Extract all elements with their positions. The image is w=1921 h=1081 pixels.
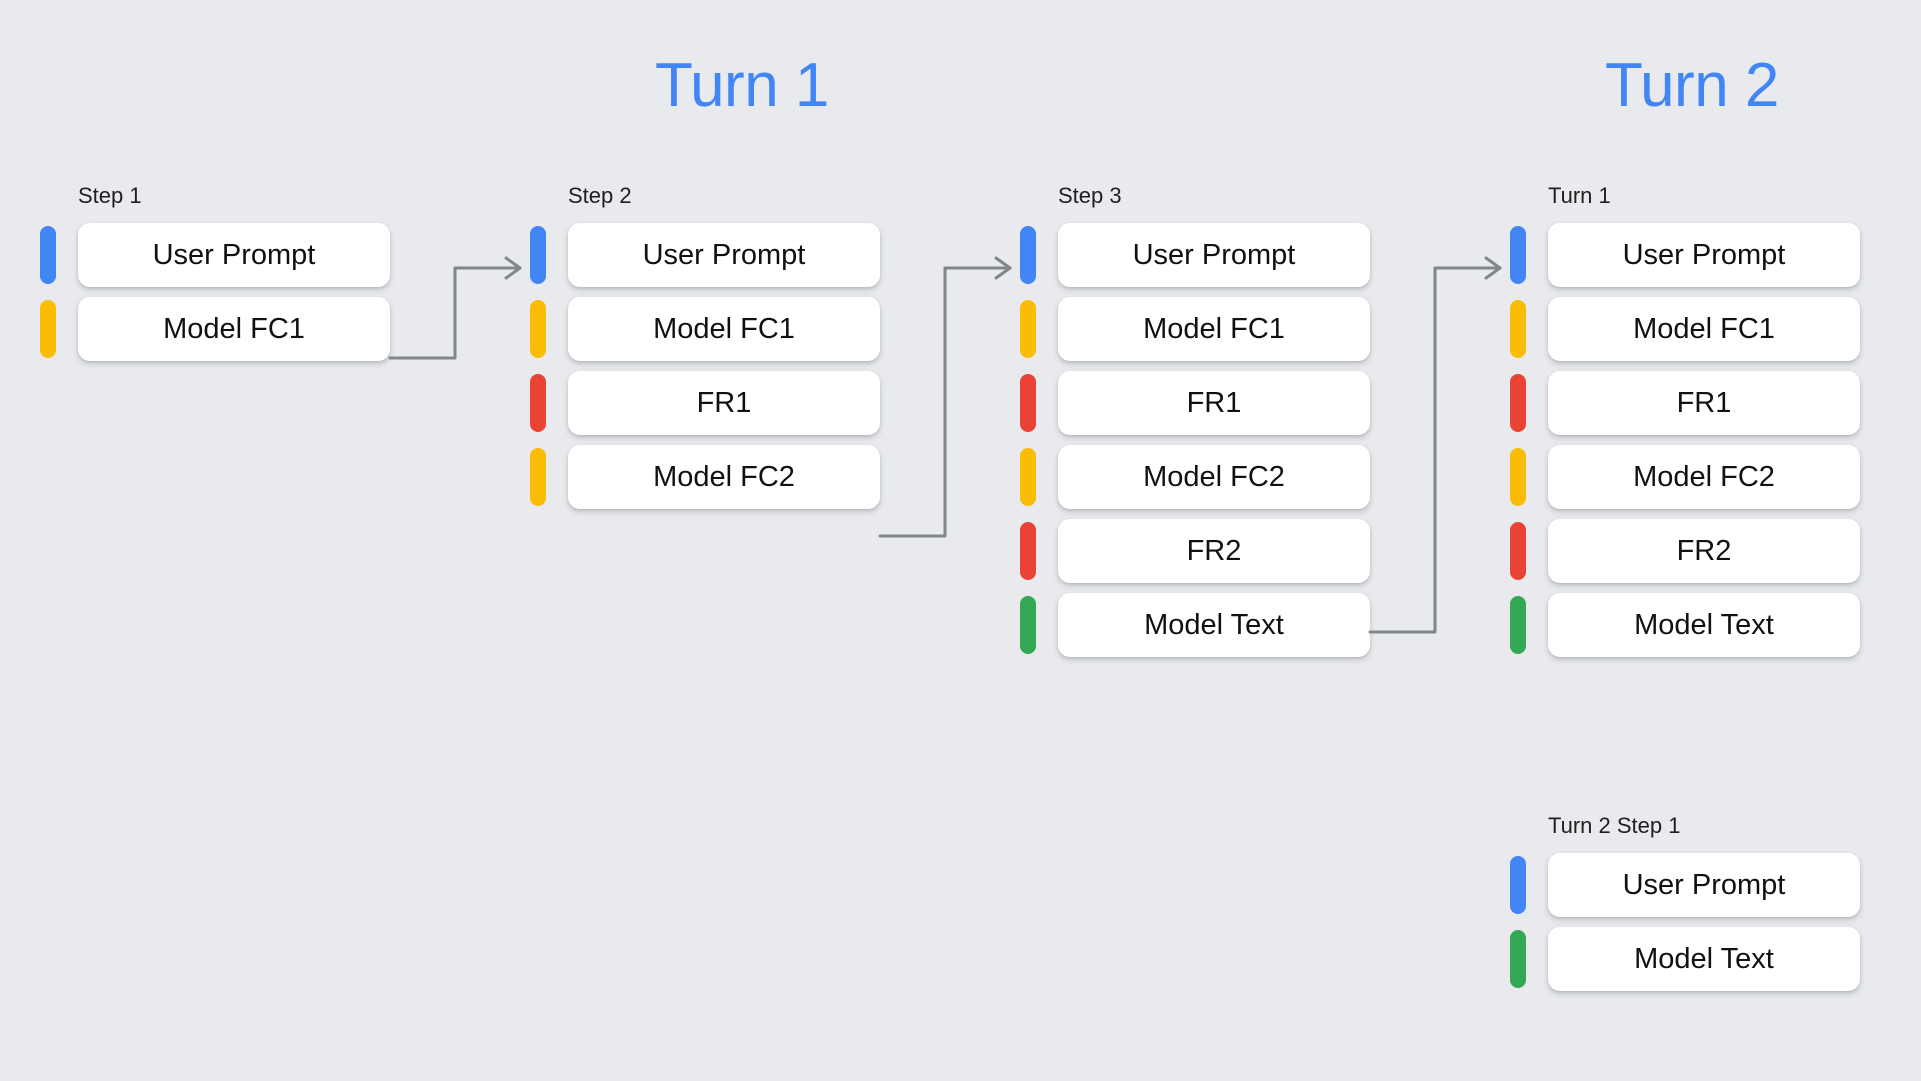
row-model-text[interactable]: Model Text	[1510, 927, 1860, 991]
role-bar-function-response	[1020, 374, 1036, 432]
role-bar-user	[530, 226, 546, 284]
row-model-fc2[interactable]: Model FC2	[530, 445, 880, 509]
card-user-prompt[interactable]: User Prompt	[568, 223, 880, 287]
rows-step-3: User Prompt Model FC1 FR1 Model FC2 FR2 …	[1020, 223, 1370, 657]
card-fr1[interactable]: FR1	[568, 371, 880, 435]
column-turn-2-step-1: Turn 2 Step 1 User Prompt Model Text	[1510, 815, 1860, 991]
card-fr2[interactable]: FR2	[1548, 519, 1860, 583]
card-model-fc1[interactable]: Model FC1	[78, 297, 390, 361]
card-model-text[interactable]: Model Text	[1548, 927, 1860, 991]
rows-turn-1: User Prompt Model FC1 FR1 Model FC2 FR2 …	[1510, 223, 1860, 657]
card-user-prompt[interactable]: User Prompt	[1548, 223, 1860, 287]
column-label-turn-1: Turn 1	[1548, 183, 1611, 208]
role-bar-function-response	[1020, 522, 1036, 580]
card-fr1[interactable]: FR1	[1058, 371, 1370, 435]
card-fr2[interactable]: FR2	[1058, 519, 1370, 583]
role-bar-function-response	[1510, 522, 1526, 580]
card-fr1[interactable]: FR1	[1548, 371, 1860, 435]
role-bar-model-fc	[1020, 300, 1036, 358]
row-user-prompt[interactable]: User Prompt	[1510, 853, 1860, 917]
role-bar-user	[40, 226, 56, 284]
column-label-turn-2-step-1: Turn 2 Step 1	[1548, 813, 1681, 838]
role-bar-user	[1020, 226, 1036, 284]
column-step-2: Step 2 User Prompt Model FC1 FR1 Model F…	[530, 185, 880, 509]
role-bar-model-text	[1510, 930, 1526, 988]
card-user-prompt[interactable]: User Prompt	[1058, 223, 1370, 287]
row-fr1[interactable]: FR1	[530, 371, 880, 435]
column-label-step-2: Step 2	[568, 183, 632, 208]
role-bar-function-response	[1510, 374, 1526, 432]
row-model-fc1[interactable]: Model FC1	[530, 297, 880, 361]
role-bar-function-response	[530, 374, 546, 432]
row-fr1[interactable]: FR1	[1020, 371, 1370, 435]
row-fr2[interactable]: FR2	[1510, 519, 1860, 583]
row-user-prompt[interactable]: User Prompt	[530, 223, 880, 287]
role-bar-model-text	[1510, 596, 1526, 654]
role-bar-model-fc	[530, 300, 546, 358]
rows-step-2: User Prompt Model FC1 FR1 Model FC2	[530, 223, 880, 509]
column-turn-1: Turn 1 User Prompt Model FC1 FR1 Model F…	[1510, 185, 1860, 657]
row-user-prompt[interactable]: User Prompt	[1510, 223, 1860, 287]
connector-step2-to-step3	[878, 256, 1012, 538]
rows-turn-2-step-1: User Prompt Model Text	[1510, 853, 1860, 991]
row-model-fc1[interactable]: Model FC1	[1510, 297, 1860, 361]
card-model-text[interactable]: Model Text	[1058, 593, 1370, 657]
card-model-fc1[interactable]: Model FC1	[568, 297, 880, 361]
card-model-fc1[interactable]: Model FC1	[1548, 297, 1860, 361]
role-bar-model-text	[1020, 596, 1036, 654]
card-model-fc2[interactable]: Model FC2	[568, 445, 880, 509]
card-model-fc1[interactable]: Model FC1	[1058, 297, 1370, 361]
row-fr1[interactable]: FR1	[1510, 371, 1860, 435]
card-user-prompt[interactable]: User Prompt	[1548, 853, 1860, 917]
row-model-text[interactable]: Model Text	[1510, 593, 1860, 657]
role-bar-model-fc	[530, 448, 546, 506]
column-label-step-1: Step 1	[78, 183, 142, 208]
role-bar-model-fc	[40, 300, 56, 358]
row-model-fc1[interactable]: Model FC1	[1020, 297, 1370, 361]
role-bar-user	[1510, 226, 1526, 284]
card-model-fc2[interactable]: Model FC2	[1058, 445, 1370, 509]
row-user-prompt[interactable]: User Prompt	[40, 223, 390, 287]
connector-step1-to-step2	[388, 256, 522, 360]
connector-step3-to-turn1	[1368, 256, 1502, 634]
row-user-prompt[interactable]: User Prompt	[1020, 223, 1370, 287]
column-step-3: Step 3 User Prompt Model FC1 FR1 Model F…	[1020, 185, 1370, 657]
card-user-prompt[interactable]: User Prompt	[78, 223, 390, 287]
row-model-fc2[interactable]: Model FC2	[1020, 445, 1370, 509]
rows-step-1: User Prompt Model FC1	[40, 223, 390, 361]
column-step-1: Step 1 User Prompt Model FC1	[40, 185, 390, 361]
row-model-fc2[interactable]: Model FC2	[1510, 445, 1860, 509]
row-model-text[interactable]: Model Text	[1020, 593, 1370, 657]
card-model-fc2[interactable]: Model FC2	[1548, 445, 1860, 509]
role-bar-model-fc	[1020, 448, 1036, 506]
column-label-step-3: Step 3	[1058, 183, 1122, 208]
row-fr2[interactable]: FR2	[1020, 519, 1370, 583]
card-model-text[interactable]: Model Text	[1548, 593, 1860, 657]
turn-2-title: Turn 2	[1605, 51, 1779, 120]
role-bar-model-fc	[1510, 448, 1526, 506]
row-model-fc1[interactable]: Model FC1	[40, 297, 390, 361]
role-bar-model-fc	[1510, 300, 1526, 358]
role-bar-user	[1510, 856, 1526, 914]
turn-1-title: Turn 1	[655, 51, 829, 120]
